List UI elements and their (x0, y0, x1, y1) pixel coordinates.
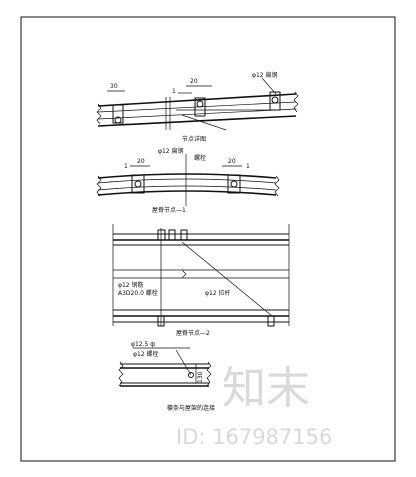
bolt-plate-left (112, 104, 124, 124)
one-label-c: 1 (246, 163, 250, 170)
detail-3: φ12 钢筋 A3D20.0 螺栓 φ12 拉杆 屋脊节点—2 (112, 224, 290, 337)
watermark: 知末 ID: 167987156 (176, 363, 332, 449)
caption-detail-2: 屋脊节点—1 (152, 206, 186, 214)
detail-4: φ12.5 ф φ12 螺栓 130 檩条与屋架的连接 (118, 341, 215, 412)
bolt-label-b: 螺栓 (194, 154, 206, 162)
rebar-label-b: φ12 扁钢 (158, 147, 184, 155)
bolt-plate-mid (194, 97, 206, 117)
watermark-id: ID: 167987156 (176, 425, 332, 449)
break-line-left (96, 103, 102, 125)
ridge-bottom-edge (97, 190, 277, 196)
sheet-border (20, 16, 396, 462)
watermark-brand: 知末 (222, 363, 310, 414)
dim-20-label: 20 (190, 78, 198, 85)
ridge-top-edge (97, 173, 277, 179)
purlin-bottom-edge (97, 115, 297, 127)
caption-detail-1: 节点详图 (182, 135, 206, 143)
rebar-label-c: φ12 钢筋 (118, 281, 144, 289)
diagonal-tie (181, 241, 273, 317)
detail-2: 20 20 φ12 扁钢 螺栓 1 1 屋脊节点—1 (96, 147, 280, 214)
rebar-spec-label: A3D20.0 螺栓 (118, 289, 158, 297)
purlin-top-edge (97, 93, 297, 107)
bolt-plate-right (269, 91, 281, 111)
rebar-label-a: φ12 扁钢 (252, 71, 278, 79)
dim-20-left-label: 20 (137, 158, 145, 165)
detail-1: 30 20 φ12 扁钢 1 节点详图 (96, 71, 299, 143)
caption-detail-4: 檩条与屋架的连接 (167, 404, 215, 412)
bolt-label-f: φ12 螺栓 (133, 350, 159, 358)
dim-130-label: 130 (197, 371, 204, 383)
break-line-right (293, 91, 299, 113)
dim-30-label: 30 (110, 83, 118, 90)
dim-20-right-label: 20 (228, 158, 236, 165)
bolt-plate-ridge-left (131, 174, 145, 194)
one-label-b: 1 (124, 163, 128, 170)
tie-rod-label: φ12 拉杆 (205, 289, 231, 297)
caption-detail-3: 屋脊节点—2 (176, 329, 210, 337)
one-label-a: 1 (172, 88, 176, 95)
bolt-plate-ridge-right (227, 174, 241, 194)
rebar-label-e: φ12.5 ф (131, 341, 155, 348)
